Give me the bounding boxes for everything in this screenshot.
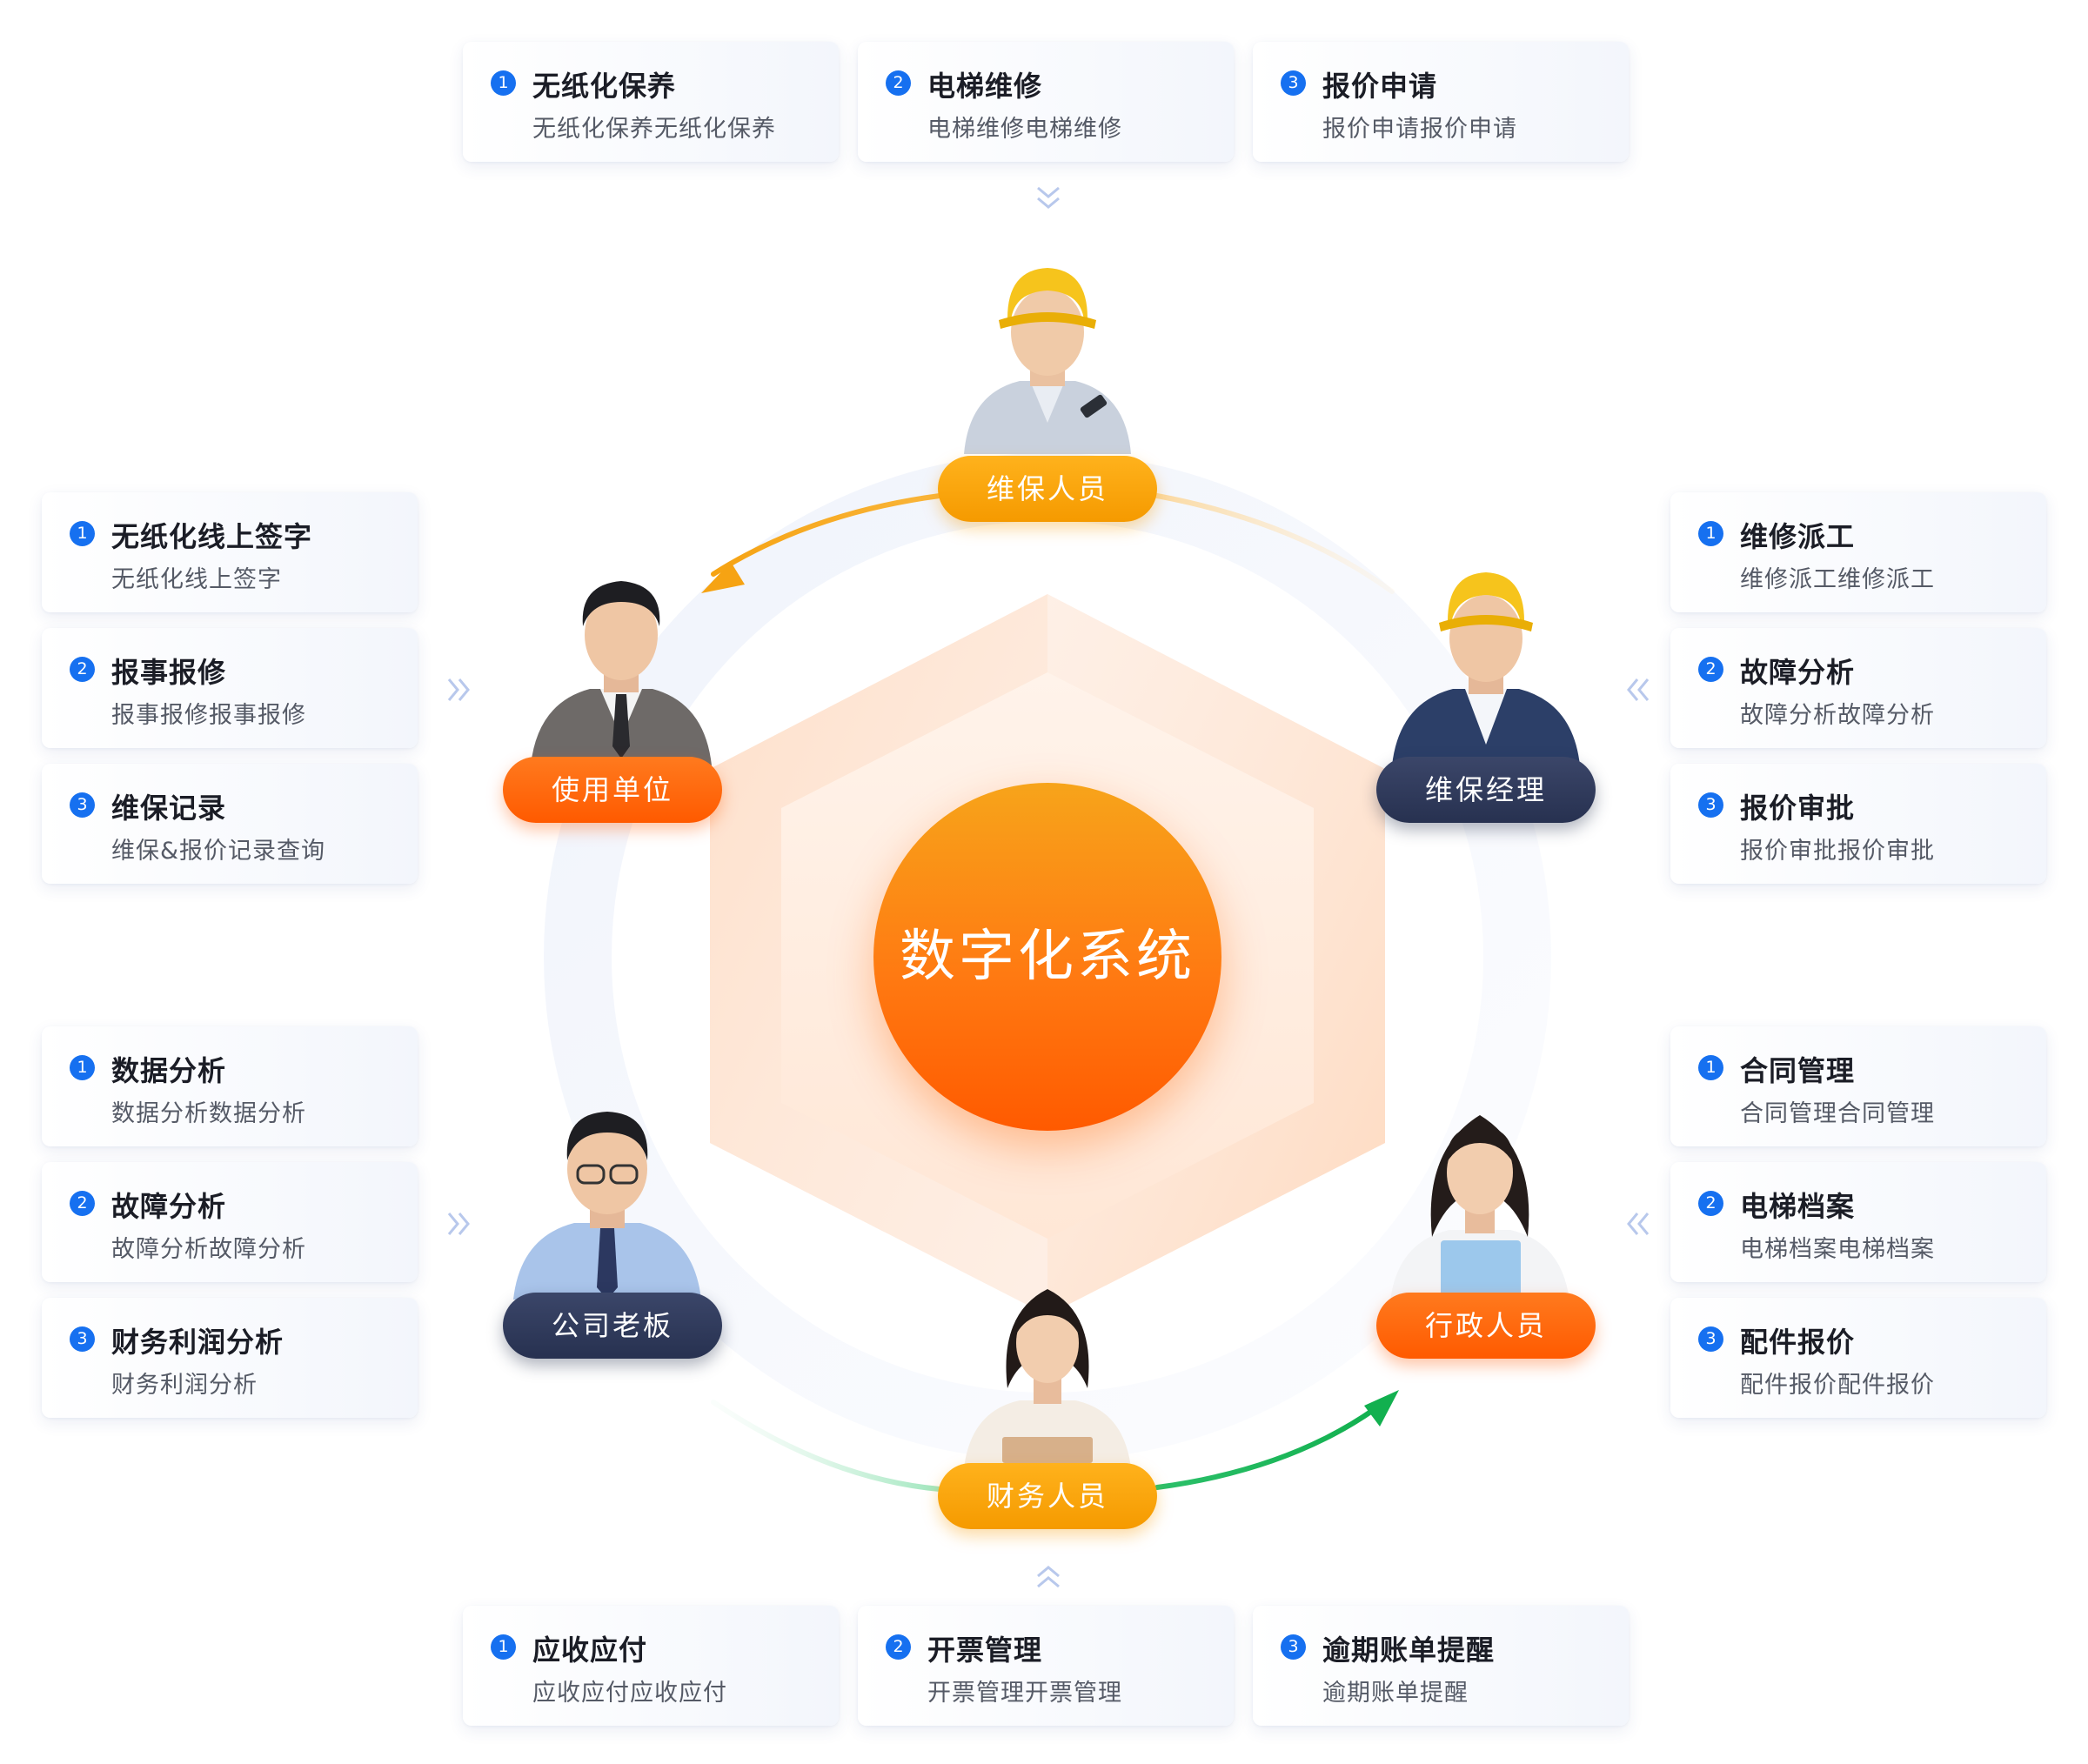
step-number-badge: 3 <box>1698 1326 1723 1352</box>
feature-description: 数据分析数据分析 <box>111 1100 306 1127</box>
feature-description: 开票管理开票管理 <box>927 1680 1122 1707</box>
step-number-badge: 3 <box>1698 792 1723 818</box>
feature-description: 无纸化线上签字 <box>111 566 282 593</box>
step-number-badge: 2 <box>70 657 95 682</box>
step-number-badge: 1 <box>491 70 516 96</box>
feature-title: 电梯档案 <box>1740 1190 1856 1223</box>
feature-card[interactable]: 2 开票管理 开票管理开票管理 <box>858 1606 1234 1726</box>
feature-title: 无纸化线上签字 <box>111 520 313 553</box>
feature-card[interactable]: 1 无纸化线上签字 无纸化线上签字 <box>42 492 418 612</box>
feature-title: 数据分析 <box>111 1054 227 1087</box>
feature-description: 逾期账单提醒 <box>1322 1680 1469 1707</box>
role-pill-maintainer[interactable]: 维保人员 <box>938 456 1157 522</box>
chevron-right-icon <box>447 678 470 701</box>
feature-description: 财务利润分析 <box>111 1372 258 1399</box>
step-number-badge: 3 <box>1281 1634 1306 1660</box>
maintainer-worker-illustration <box>964 268 1131 454</box>
feature-card[interactable]: 2 故障分析 故障分析故障分析 <box>1670 628 2046 748</box>
step-number-badge: 1 <box>491 1634 516 1660</box>
feature-description: 无纸化保养无纸化保养 <box>532 116 776 143</box>
step-number-badge: 2 <box>886 70 911 96</box>
step-number-badge: 1 <box>1698 521 1723 546</box>
feature-card[interactable]: 3 维保记录 维保&报价记录查询 <box>42 764 418 884</box>
role-pill-admin[interactable]: 行政人员 <box>1376 1293 1596 1359</box>
role-pill-user-unit[interactable]: 使用单位 <box>503 757 722 823</box>
feature-card[interactable]: 1 数据分析 数据分析数据分析 <box>42 1026 418 1146</box>
feature-description: 合同管理合同管理 <box>1740 1100 1935 1127</box>
chevron-left-icon <box>1627 1213 1650 1235</box>
feature-description: 故障分析故障分析 <box>111 1236 306 1263</box>
feature-card[interactable]: 3 报价审批 报价审批报价审批 <box>1670 764 2046 884</box>
chevron-right-icon <box>447 1213 470 1235</box>
step-number-badge: 2 <box>1698 657 1723 682</box>
feature-title: 报事报修 <box>111 656 227 689</box>
feature-card[interactable]: 2 电梯档案 电梯档案电梯档案 <box>1670 1162 2046 1282</box>
feature-title: 维修派工 <box>1740 520 1856 553</box>
step-number-badge: 2 <box>886 1634 911 1660</box>
feature-description: 报价申请报价申请 <box>1322 116 1517 143</box>
feature-title: 应收应付 <box>532 1634 648 1667</box>
feature-card[interactable]: 1 无纸化保养 无纸化保养无纸化保养 <box>463 42 839 162</box>
feature-description: 电梯档案电梯档案 <box>1740 1236 1935 1263</box>
feature-card[interactable]: 3 配件报价 配件报价配件报价 <box>1670 1298 2046 1418</box>
step-number-badge: 1 <box>70 1055 95 1080</box>
feature-title: 配件报价 <box>1740 1326 1856 1359</box>
user-unit-businessman-illustration <box>531 581 712 765</box>
boss-businessman-illustration <box>513 1112 701 1300</box>
step-number-badge: 3 <box>1281 70 1306 96</box>
feature-description: 维修派工维修派工 <box>1740 566 1935 593</box>
role-pill-boss[interactable]: 公司老板 <box>503 1293 722 1359</box>
chevron-left-icon <box>1627 678 1650 701</box>
chevron-down-icon <box>1037 186 1060 209</box>
feature-card[interactable]: 2 电梯维修 电梯维修电梯维修 <box>858 42 1234 162</box>
step-number-badge: 3 <box>70 1326 95 1352</box>
feature-description: 应收应付应收应付 <box>532 1680 727 1707</box>
feature-card[interactable]: 1 应收应付 应收应付应收应付 <box>463 1606 839 1726</box>
feature-card[interactable]: 3 逾期账单提醒 逾期账单提醒 <box>1253 1606 1629 1726</box>
feature-card[interactable]: 2 报事报修 报事报修报事报修 <box>42 628 418 748</box>
feature-card[interactable]: 1 合同管理 合同管理合同管理 <box>1670 1026 2046 1146</box>
feature-description: 配件报价配件报价 <box>1740 1372 1935 1399</box>
feature-description: 维保&报价记录查询 <box>111 838 326 865</box>
feature-description: 报价审批报价审批 <box>1740 838 1935 865</box>
step-number-badge: 2 <box>70 1191 95 1216</box>
feature-description: 报事报修报事报修 <box>111 702 306 729</box>
center-circle <box>873 783 1221 1131</box>
feature-description: 电梯维修电梯维修 <box>927 116 1122 143</box>
feature-card[interactable]: 3 报价申请 报价申请报价申请 <box>1253 42 1629 162</box>
step-number-badge: 2 <box>1698 1191 1723 1216</box>
feature-title: 故障分析 <box>111 1190 227 1223</box>
center-title: 数字化系统 <box>900 925 1195 989</box>
feature-title: 财务利润分析 <box>111 1326 284 1359</box>
feature-title: 维保记录 <box>111 792 227 825</box>
step-number-badge: 3 <box>70 792 95 818</box>
admin-woman-illustration <box>1390 1115 1569 1301</box>
step-number-badge: 1 <box>1698 1055 1723 1080</box>
feature-description: 故障分析故障分析 <box>1740 702 1935 729</box>
feature-title: 故障分析 <box>1740 656 1856 689</box>
finance-woman-illustration <box>964 1289 1131 1468</box>
feature-title: 报价申请 <box>1322 70 1438 103</box>
feature-title: 无纸化保养 <box>532 70 677 103</box>
step-number-badge: 1 <box>70 521 95 546</box>
feature-card[interactable]: 3 财务利润分析 财务利润分析 <box>42 1298 418 1418</box>
role-pill-finance[interactable]: 财务人员 <box>938 1463 1157 1529</box>
feature-card[interactable]: 1 维修派工 维修派工维修派工 <box>1670 492 2046 612</box>
feature-title: 开票管理 <box>927 1634 1043 1667</box>
feature-title: 报价审批 <box>1740 792 1856 825</box>
feature-title: 逾期账单提醒 <box>1322 1634 1496 1667</box>
feature-card[interactable]: 2 故障分析 故障分析故障分析 <box>42 1162 418 1282</box>
feature-title: 合同管理 <box>1740 1054 1856 1087</box>
role-pill-manager[interactable]: 维保经理 <box>1376 757 1596 823</box>
chevron-up-icon <box>1037 1566 1060 1588</box>
manager-engineer-illustration <box>1392 572 1580 765</box>
feature-title: 电梯维修 <box>927 70 1043 103</box>
